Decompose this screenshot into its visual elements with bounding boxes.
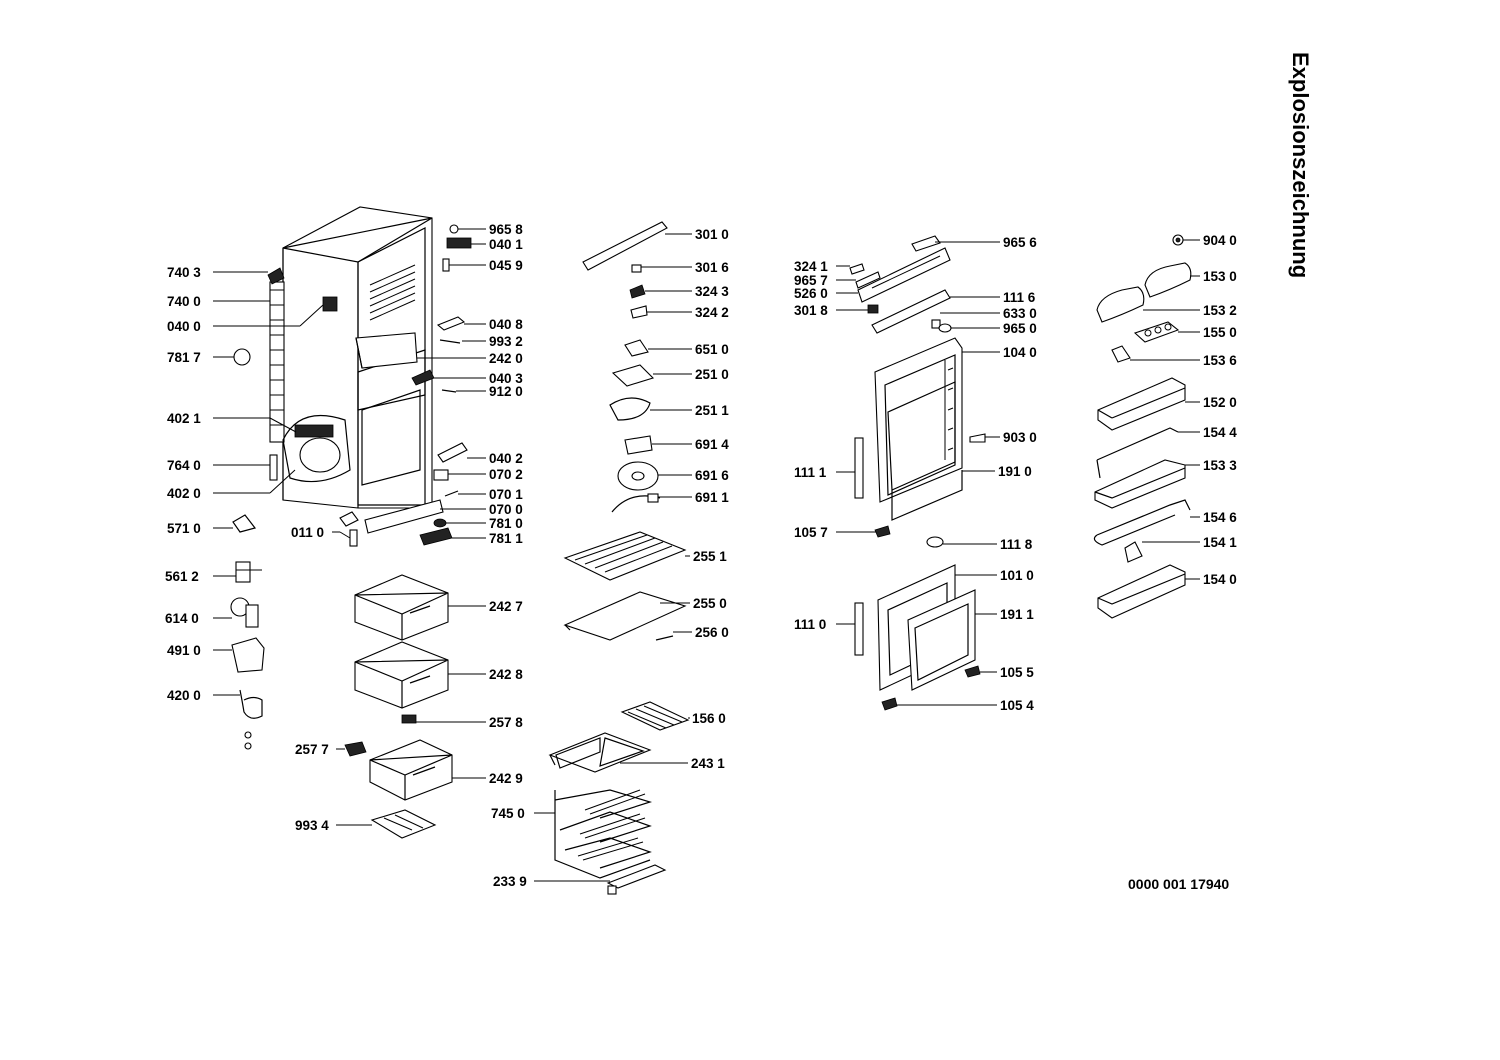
part-label: 105 5 xyxy=(1000,665,1034,680)
part-label: 912 0 xyxy=(489,384,523,399)
part-label: 154 4 xyxy=(1203,425,1237,440)
part-label: 233 9 xyxy=(493,874,527,889)
part-label: 745 0 xyxy=(491,806,525,821)
part-label: 154 6 xyxy=(1203,510,1237,525)
part-label: 903 0 xyxy=(1003,430,1037,445)
part-label: 420 0 xyxy=(167,688,201,703)
part-label: 105 4 xyxy=(1000,698,1034,713)
part-label: 153 3 xyxy=(1203,458,1237,473)
part-label: 045 9 xyxy=(489,258,523,273)
part-label: 011 0 xyxy=(291,525,324,540)
part-label: 561 2 xyxy=(165,569,199,584)
part-label: 255 0 xyxy=(693,596,727,611)
part-label: 633 0 xyxy=(1003,306,1037,321)
part-label: 324 1 xyxy=(794,259,828,274)
part-label: 764 0 xyxy=(167,458,201,473)
part-label: 691 4 xyxy=(695,437,729,452)
door-illustrations xyxy=(849,235,986,711)
part-label: 154 1 xyxy=(1203,535,1237,550)
part-labels: 965 8 040 1 045 9 740 3 740 0 040 0 040 … xyxy=(165,222,1237,889)
part-label: 152 0 xyxy=(1203,395,1237,410)
document-number: 0000 001 17940 xyxy=(1128,876,1229,892)
part-label: 070 0 xyxy=(489,502,523,517)
part-label: 740 3 xyxy=(167,265,201,280)
part-label: 257 7 xyxy=(295,742,329,757)
part-label: 614 0 xyxy=(165,611,199,626)
part-label: 781 7 xyxy=(167,350,201,365)
part-label: 965 7 xyxy=(794,273,828,288)
part-label: 257 8 xyxy=(489,715,523,730)
part-label: 324 2 xyxy=(695,305,729,320)
part-label: 251 0 xyxy=(695,367,729,382)
part-label: 965 6 xyxy=(1003,235,1037,250)
part-label: 301 8 xyxy=(794,303,828,318)
part-label: 965 8 xyxy=(489,222,523,237)
part-label: 993 4 xyxy=(295,818,329,833)
part-label: 301 6 xyxy=(695,260,729,275)
part-label: 191 0 xyxy=(998,464,1032,479)
part-label: 155 0 xyxy=(1203,325,1237,340)
part-label: 040 1 xyxy=(489,237,523,252)
part-label: 256 0 xyxy=(695,625,729,640)
part-label: 104 0 xyxy=(1003,345,1037,360)
part-label: 402 0 xyxy=(167,486,201,501)
part-label: 191 1 xyxy=(1000,607,1034,622)
part-label: 111 1 xyxy=(794,465,827,480)
small-parts-illustrations xyxy=(230,224,472,750)
part-label: 251 1 xyxy=(695,403,729,418)
part-label: 040 8 xyxy=(489,317,523,332)
door-shelf-illustrations xyxy=(1093,234,1192,619)
leader-lines xyxy=(213,228,1200,882)
cabinet-illustration xyxy=(269,206,444,534)
part-label: 070 1 xyxy=(489,487,523,502)
part-label: 242 7 xyxy=(489,599,523,614)
part-label: 040 3 xyxy=(489,371,523,386)
part-label: 242 8 xyxy=(489,667,523,682)
part-label: 111 8 xyxy=(1000,537,1033,552)
part-label: 526 0 xyxy=(794,286,828,301)
part-label: 040 2 xyxy=(489,451,523,466)
part-label: 111 0 xyxy=(794,617,826,632)
part-label: 491 0 xyxy=(167,643,201,658)
diagram-title: Explosionszeichnung xyxy=(1288,52,1313,278)
crisper-drawers xyxy=(344,574,453,839)
part-label: 324 3 xyxy=(695,284,729,299)
part-label: 101 0 xyxy=(1000,568,1034,583)
part-label: 040 0 xyxy=(167,319,201,334)
part-label: 965 0 xyxy=(1003,321,1037,336)
part-label: 105 7 xyxy=(794,525,828,540)
part-label: 301 0 xyxy=(695,227,729,242)
center-parts-illustrations xyxy=(548,221,690,895)
part-label: 255 1 xyxy=(693,549,727,564)
part-label: 243 1 xyxy=(691,756,725,771)
part-label: 651 0 xyxy=(695,342,729,357)
part-label: 156 0 xyxy=(692,711,726,726)
part-label: 242 9 xyxy=(489,771,523,786)
part-label: 153 2 xyxy=(1203,303,1237,318)
part-label: 904 0 xyxy=(1203,233,1237,248)
part-label: 242 0 xyxy=(489,351,523,366)
part-label: 402 1 xyxy=(167,411,201,426)
part-label: 691 6 xyxy=(695,468,729,483)
part-label: 154 0 xyxy=(1203,572,1237,587)
part-label: 111 6 xyxy=(1003,290,1036,305)
part-label: 070 2 xyxy=(489,467,523,482)
part-label: 993 2 xyxy=(489,334,523,349)
part-label: 571 0 xyxy=(167,521,201,536)
part-label: 153 6 xyxy=(1203,353,1237,368)
part-label: 781 1 xyxy=(489,531,523,546)
part-label: 781 0 xyxy=(489,516,523,531)
part-label: 740 0 xyxy=(167,294,201,309)
part-label: 691 1 xyxy=(695,490,729,505)
part-label: 153 0 xyxy=(1203,269,1237,284)
